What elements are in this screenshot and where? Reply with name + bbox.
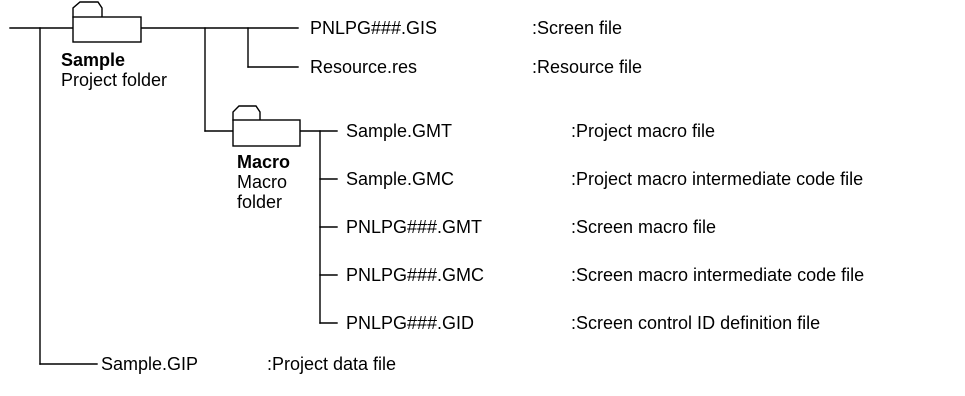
macro-folder-caption-line2: folder <box>237 192 283 212</box>
macro-folder-caption-line1: Macro <box>237 172 288 192</box>
sample-folder-icon <box>72 1 142 43</box>
file-name-gis: PNLPG###.GIS <box>310 18 438 38</box>
file-name-screen-gmt: PNLPG###.GMT <box>346 217 483 237</box>
file-name-screen-gid: PNLPG###.GID <box>346 313 475 333</box>
sample-folder-caption: Project folder <box>61 70 168 90</box>
file-name-screen-gmc: PNLPG###.GMC <box>346 265 485 285</box>
file-desc-res: :Resource file <box>532 57 643 77</box>
file-desc-screen-gmt: :Screen macro file <box>571 217 717 237</box>
file-name-sample-gmt: Sample.GMT <box>346 121 453 141</box>
macro-folder-name: Macro <box>237 152 291 172</box>
file-desc-sample-gmc: :Project macro intermediate code file <box>571 169 864 189</box>
file-name-sample-gmc: Sample.GMC <box>346 169 455 189</box>
file-desc-gip: :Project data file <box>267 354 397 374</box>
file-desc-gis: :Screen file <box>532 18 623 38</box>
file-desc-screen-gid: :Screen control ID definition file <box>571 313 821 333</box>
file-name-gip: Sample.GIP <box>101 354 199 374</box>
sample-folder-name: Sample <box>61 50 126 70</box>
file-name-res: Resource.res <box>310 57 418 77</box>
file-desc-screen-gmc: :Screen macro intermediate code file <box>571 265 865 285</box>
file-desc-sample-gmt: :Project macro file <box>571 121 716 141</box>
macro-folder-icon <box>232 105 301 147</box>
